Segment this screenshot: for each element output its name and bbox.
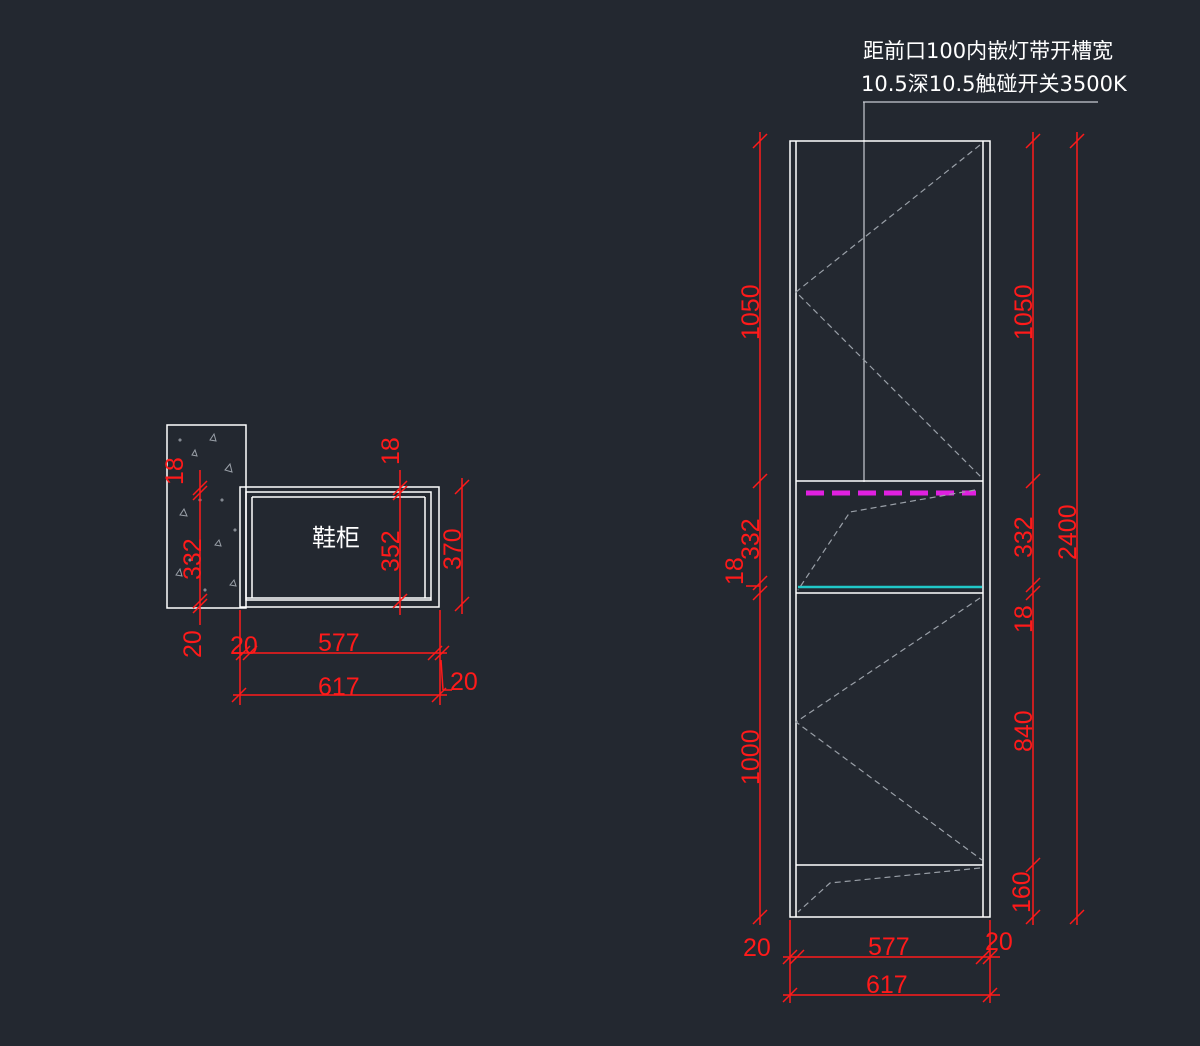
dim-elev-right-1050: 1050 [1010,284,1038,340]
dim-elev-bottom-right-20: 20 [985,928,1013,956]
dim-elev-left-1050: 1050 [737,284,765,340]
dim-elev-left-18: 18 [721,557,749,585]
elevation-view: 距前口100内嵌灯带开槽宽 10.5深10.5触碰开关3500K [721,39,1128,1003]
dim-plan-wall-332: 332 [179,538,207,580]
dim-elev-left-332: 332 [737,518,765,560]
dim-plan-left-20: 20 [230,632,258,660]
dim-plan-width-617: 617 [318,673,360,701]
dim-elev-bottom-617: 617 [866,971,908,999]
door-swing-lines [794,144,983,913]
led-note-line1: 距前口100内嵌灯带开槽宽 [863,39,1113,63]
elevation-dimension-lines [746,132,1085,1003]
dim-elev-total-2400: 2400 [1054,504,1082,560]
dim-plan-panel-top-18: 18 [377,437,405,465]
dim-plan-wall-top-18: 18 [161,457,189,485]
dim-plan-wall-bottom-20: 20 [179,630,207,658]
dim-plan-outer-370: 370 [439,528,467,570]
led-note-line2: 10.5深10.5触碰开关3500K [861,72,1128,96]
concrete-hatch [175,432,237,592]
cabinet-label: 鞋柜 [312,524,360,552]
dim-elev-right-332: 332 [1010,516,1038,558]
dim-elev-bottom-577: 577 [868,933,910,961]
plan-dimension-texts: 18 332 20 18 352 370 20 577 20 617 [161,437,478,701]
dim-elev-left-1000: 1000 [737,729,765,785]
dim-plan-width-577: 577 [318,629,360,657]
elevation-dimension-texts: 1050 332 18 1000 1050 332 18 840 160 240… [721,284,1082,999]
shoe-cabinet-elevation [789,140,991,918]
plan-view: 鞋柜 [161,424,478,705]
dim-elev-right-160: 160 [1008,871,1036,913]
dim-plan-inner-352: 352 [377,530,405,572]
dim-elev-bottom-left-20: 20 [743,934,771,962]
note-leader [863,101,1098,482]
dim-elev-right-18: 18 [1010,605,1038,633]
dim-elev-right-840: 840 [1010,710,1038,752]
plan-dimension-lines [192,470,470,705]
dim-plan-right-20: 20 [450,668,478,696]
